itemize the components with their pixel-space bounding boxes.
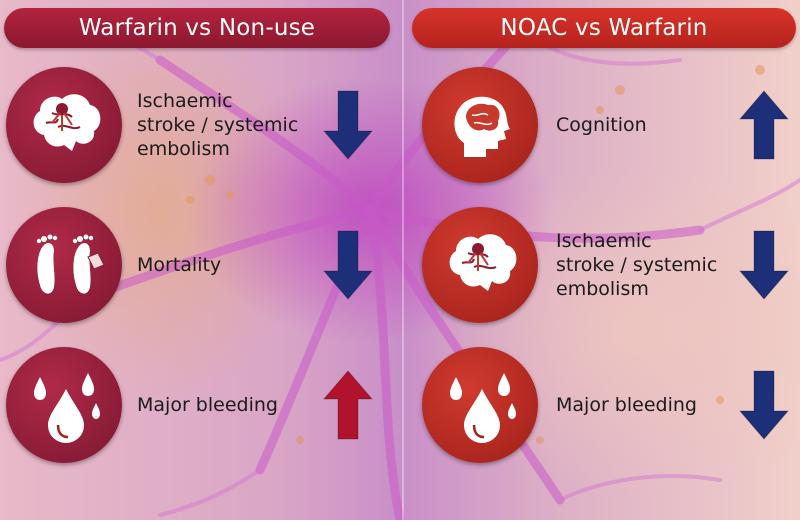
- panel-divider: [402, 0, 404, 520]
- arrow-up-icon: [322, 369, 374, 441]
- outcome-icon-circle: [422, 67, 538, 183]
- panel-header-1: Warfarin vs Non-use: [4, 8, 390, 48]
- blood-drops-icon: [450, 373, 516, 443]
- outcome-label: Major bleeding: [556, 393, 697, 417]
- blood-drops-icon: [34, 373, 100, 443]
- outcome-icon-circle: [422, 207, 538, 323]
- outcome-icon-circle: [422, 347, 538, 463]
- outcome-label-line: embolism: [137, 138, 230, 160]
- arrow-down-icon: [322, 89, 374, 161]
- outcome-label: Mortality: [137, 253, 221, 277]
- outcome-label: Major bleeding: [137, 393, 278, 417]
- outcome-label-line: embolism: [556, 278, 649, 300]
- outcome-label-line: Major bleeding: [556, 394, 697, 416]
- outcome-label-line: stroke / systemic: [556, 254, 718, 276]
- outcome-label-line: stroke / systemic: [137, 114, 299, 136]
- panel-header-2: NOAC vs Warfarin: [412, 8, 796, 48]
- outcome-icon-circle: [6, 67, 122, 183]
- outcome-label-line: Major bleeding: [137, 394, 278, 416]
- brain-icon: [33, 94, 101, 151]
- outcome-label-line: Mortality: [137, 254, 222, 276]
- head-brain-icon: [454, 96, 510, 157]
- brain-icon: [449, 234, 517, 291]
- outcome-icon-circle: [6, 347, 122, 463]
- outcome-label-line: Cognition: [556, 114, 647, 136]
- outcome-label-line: Ischaemic: [137, 90, 233, 112]
- outcome-label-line: Ischaemic: [556, 230, 652, 252]
- feet-toe-tag-icon: [36, 234, 105, 294]
- arrow-down-icon: [738, 369, 790, 441]
- outcome-label: Cognition: [556, 113, 647, 137]
- arrow-up-icon: [738, 89, 790, 161]
- outcome-icon-circle: [6, 207, 122, 323]
- arrow-down-icon: [738, 229, 790, 301]
- arrow-down-icon: [322, 229, 374, 301]
